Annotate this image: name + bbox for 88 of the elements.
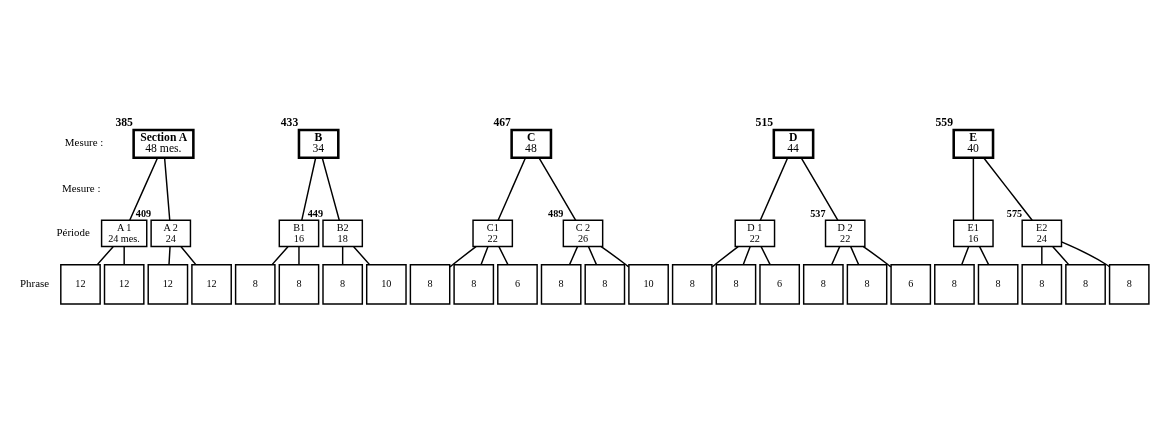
- connector: [497, 157, 527, 221]
- connector: [862, 245, 892, 268]
- connector: [123, 245, 125, 266]
- connector: [587, 245, 598, 266]
- connector: [759, 157, 789, 221]
- node-box: 8: [846, 264, 888, 305]
- connector: [129, 157, 159, 221]
- node-box: 12: [147, 264, 189, 305]
- node-label: 385: [115, 115, 133, 129]
- node-box: 8: [1021, 264, 1063, 305]
- node-box: D 1 22: [734, 219, 776, 248]
- node-box: 8: [715, 264, 757, 305]
- connector: [982, 157, 1033, 221]
- node-box: E2 24: [1021, 219, 1063, 248]
- node-box: 12: [60, 264, 101, 305]
- node-box: 8: [934, 264, 975, 305]
- connector: [180, 245, 197, 266]
- connector: [760, 245, 771, 266]
- node-box: 10: [365, 264, 407, 305]
- connector: [711, 245, 739, 268]
- connector: [600, 245, 630, 268]
- node-label: 515: [755, 115, 774, 129]
- connector: [498, 245, 509, 266]
- connector: [321, 157, 340, 221]
- connector: [301, 157, 317, 221]
- connector: [742, 245, 751, 266]
- node-box: B 34: [297, 128, 340, 159]
- connector: [168, 245, 171, 266]
- connector: [352, 245, 371, 266]
- node-box: D 2 22: [824, 219, 866, 248]
- connector: [800, 157, 839, 221]
- node-box: A 1 24 mes.: [100, 219, 148, 248]
- connector: [480, 245, 489, 266]
- node-box: 8: [540, 264, 582, 305]
- node-box: A 2 24: [150, 219, 192, 248]
- node-box: 6: [759, 264, 801, 305]
- connector: [972, 157, 975, 221]
- connector: [449, 245, 477, 268]
- node-box: B2 18: [322, 219, 364, 248]
- node-box: 8: [1108, 264, 1150, 305]
- node-box: E 40: [952, 128, 995, 159]
- node-box: C 2 26: [562, 219, 604, 248]
- node-box: E1 16: [953, 219, 994, 248]
- node-box: 8: [584, 264, 626, 305]
- node-box: 8: [802, 264, 844, 305]
- node-label: 575: [1006, 207, 1023, 219]
- connector: [961, 245, 970, 266]
- node-box: 8: [278, 264, 320, 305]
- node-box: 6: [890, 264, 932, 305]
- connector: [298, 245, 300, 266]
- node-box: 8: [322, 264, 364, 305]
- node-box: D 44: [772, 128, 815, 159]
- node-box: 10: [628, 264, 669, 305]
- connector: [1060, 241, 1111, 268]
- node-box: 6: [497, 264, 538, 305]
- node-box: B1 16: [278, 219, 320, 248]
- node-box: 8: [234, 264, 276, 305]
- node-box: 8: [453, 264, 495, 305]
- node-box: 8: [409, 264, 451, 305]
- node-box: Section A 48 mes.: [132, 128, 195, 159]
- node-box: 8: [1065, 264, 1106, 305]
- connector: [849, 245, 860, 266]
- label: Mesure :: [61, 181, 101, 194]
- node-box: 8: [671, 264, 713, 305]
- label: Mesure :: [64, 136, 104, 149]
- node-label: 489: [548, 207, 564, 219]
- connector: [978, 245, 990, 266]
- connector: [1041, 245, 1043, 266]
- node-label: 409: [135, 207, 152, 219]
- connector: [271, 245, 289, 266]
- node-label: 537: [810, 207, 826, 219]
- node-box: 12: [191, 264, 232, 305]
- node-label: 559: [935, 115, 953, 129]
- node-box: 12: [103, 264, 145, 305]
- node-label: 449: [307, 207, 323, 219]
- node-label: 467: [493, 115, 511, 129]
- connector: [831, 245, 841, 266]
- node-label: 433: [280, 115, 299, 129]
- node-box: 8: [977, 264, 1019, 305]
- node-box: C 48: [510, 128, 553, 159]
- connector: [538, 157, 577, 221]
- connector: [96, 245, 114, 266]
- connector: [163, 157, 171, 221]
- label: Phrase: [20, 276, 50, 289]
- label: Période: [56, 225, 90, 238]
- connector: [1052, 245, 1070, 266]
- connector: [568, 245, 579, 266]
- node-box: C1 22: [472, 219, 514, 248]
